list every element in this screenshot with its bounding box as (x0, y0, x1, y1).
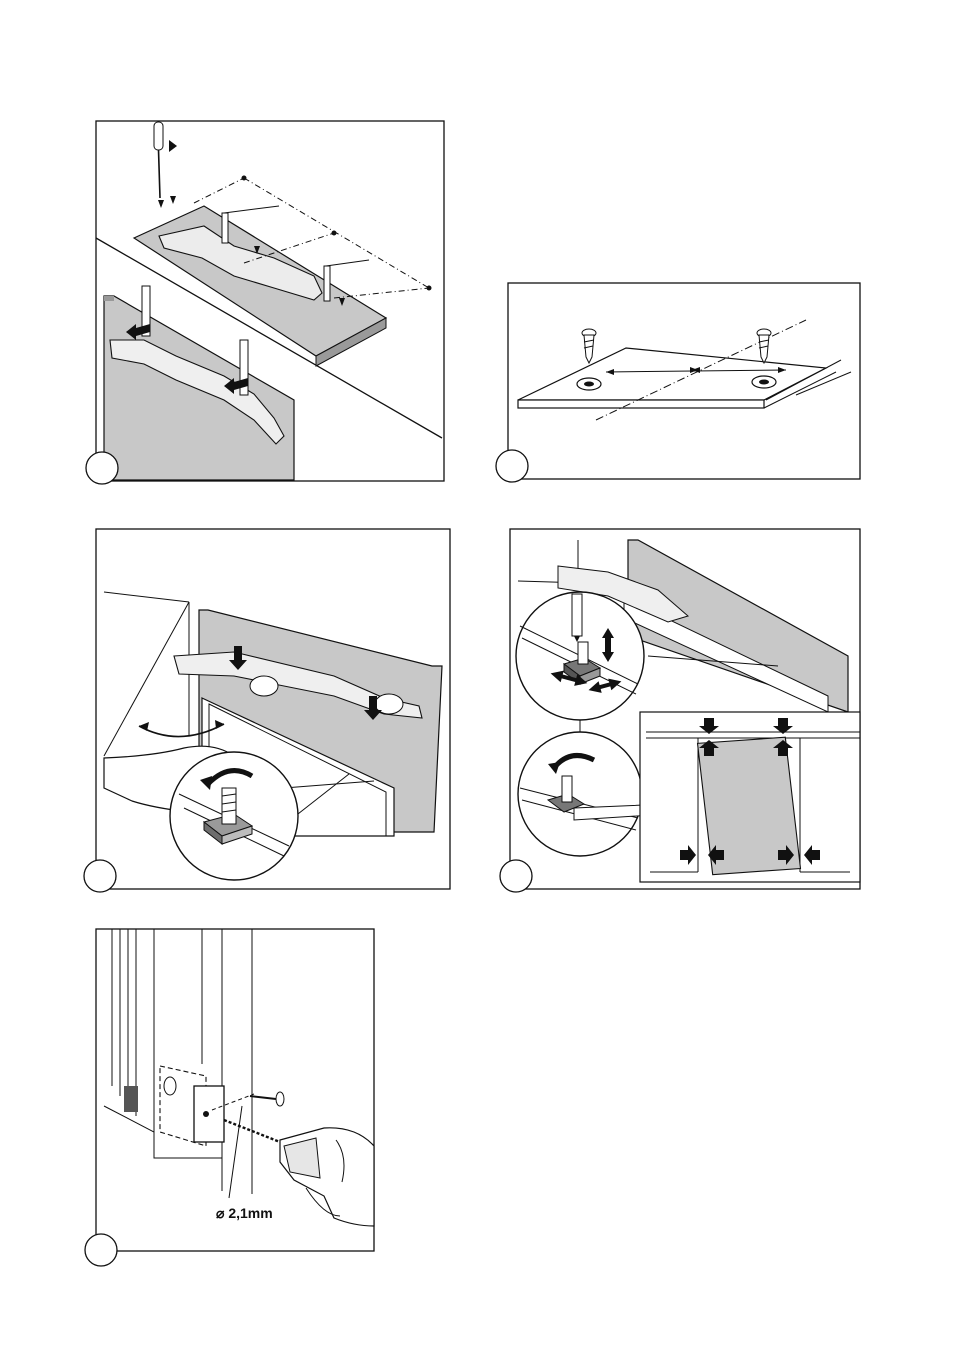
figure-3-bracket-tightening (84, 526, 454, 894)
figure-number-circle (85, 1234, 117, 1266)
drill-size-label: ⌀ 2,1mm (216, 1205, 273, 1221)
alignment-inset (640, 712, 860, 882)
figure-number-circle (496, 450, 528, 482)
figure-2-screw-holes (496, 280, 864, 484)
figure-5-pilot-drilling: ⌀ 2,1mm (84, 926, 378, 1262)
screwdriver-icon (572, 594, 582, 642)
figure-number-circle (500, 860, 532, 892)
figure-number-circle (84, 860, 116, 892)
figure-1-bracket-mounting (84, 118, 448, 486)
screwdriver-icon (154, 122, 177, 198)
figure-4-door-alignment (498, 526, 864, 894)
figure-number-circle (86, 452, 118, 484)
